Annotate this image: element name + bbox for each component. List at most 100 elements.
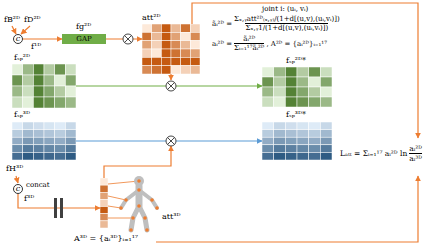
grid-cell [33, 64, 44, 75]
grid-cell [23, 137, 34, 145]
edge-label: f³ᴰ [23, 194, 35, 204]
formula-row: Lₐₜₜ = Σᵢ₌₁¹⁷ aᵢ²ᴰ lnaᵢ²ᴰaᵢ³ᴰ [340, 144, 424, 163]
grid-cell [262, 130, 274, 138]
joint-dot [137, 188, 141, 192]
grid-cell [100, 192, 108, 199]
joint-dot [119, 206, 123, 210]
fc-layer [60, 198, 63, 218]
node-text: GAP [76, 36, 91, 43]
grid-cell [171, 49, 181, 57]
formula-text: joint i: (uᵢ, vᵢ) [262, 5, 308, 13]
joint-dot [137, 204, 141, 208]
grid-cell [190, 57, 200, 65]
joint-dots [119, 179, 159, 232]
grid-cell [297, 130, 309, 138]
grid-cell [55, 122, 66, 130]
grid-cell [171, 24, 181, 32]
input-label: fD²ᴰ [24, 15, 41, 25]
cell-grid [100, 178, 108, 228]
formula-text: aᵢ²ᴰ [409, 144, 422, 153]
node-heading: fₛₚ³ᴰ* [286, 110, 306, 120]
attention-line [170, 74, 171, 80]
node-heading: fg²ᴰ [76, 22, 91, 32]
grid-cell [23, 145, 34, 153]
formula-text: aᵢ²ᴰ = [212, 40, 232, 48]
grid-cell [55, 97, 66, 108]
grid-cell [55, 130, 66, 138]
grid-cell [262, 77, 274, 87]
input-line [21, 26, 30, 34]
node-text: c [16, 185, 20, 193]
grid-cell [55, 75, 66, 86]
formula-text: Σₓ,ᵧ1/(1+d[(u,v),(uᵢ,vᵢ)]) [245, 23, 328, 32]
grid-cell [171, 41, 181, 49]
joint-dot [124, 198, 128, 202]
grid-cell [320, 130, 332, 138]
grid-cell [12, 137, 23, 145]
grid-cell [262, 67, 274, 77]
grid-cell [100, 199, 108, 206]
formula-text: aᵢ³ᴰ [409, 153, 422, 163]
grid-cell [262, 97, 274, 107]
grid-cell [274, 130, 286, 138]
grid-cell [100, 178, 108, 185]
grid-cell [12, 64, 23, 75]
grid-cell [171, 66, 181, 74]
grid-cell [12, 130, 23, 138]
grid-cell [181, 57, 191, 65]
grid-cell [285, 137, 297, 145]
grid-cell [33, 137, 44, 145]
grid-cell [320, 145, 332, 153]
grid-cell [274, 145, 286, 153]
grid-cell [12, 152, 23, 160]
grid-cell [285, 87, 297, 97]
joint-dot [129, 228, 133, 232]
grid-cell [285, 145, 297, 153]
joint-line [108, 218, 133, 219]
grid-cell [65, 152, 76, 160]
flow-arrow [18, 194, 100, 208]
formula-row: aᵢ²ᴰ =ãᵢ²ᴰΣᵢ₌₁¹⁷ãᵢ²ᴰ, A²ᴰ = {aᵢ²ᴰ}ᵢ₌₁¹⁷ [212, 35, 327, 53]
grid-cell [320, 77, 332, 87]
formula-text: ãᵢ²ᴰ [243, 35, 255, 43]
formula-text: Σₓ,ᵧatt²ᴰ₍ₓ,ᵧ₎/(1+d[(u,v),(uᵢ,vᵢ)]) [234, 15, 340, 23]
edge-label: f¹ᴰ [30, 42, 42, 52]
grid-cell [320, 152, 332, 160]
cell-grid [262, 67, 332, 107]
grid-cell [171, 57, 181, 65]
grid-cell [297, 137, 309, 145]
cell-grid [262, 122, 332, 160]
figure-arm [121, 190, 139, 208]
grid-cell [285, 122, 297, 130]
grid-cell [23, 86, 34, 97]
grid-cell [152, 32, 162, 40]
grid-cell [100, 214, 108, 221]
grid-cell [33, 97, 44, 108]
multiply-symbol [166, 136, 176, 146]
grid-cell [181, 41, 191, 49]
grid-cell [181, 32, 191, 40]
formula-text: ãᵢ²ᴰ = [212, 20, 232, 28]
joint-dot [150, 198, 154, 202]
grid-cell [262, 122, 274, 130]
grid-cell [320, 87, 332, 97]
node-heading: att²ᴰ [142, 13, 160, 23]
grid-cell [65, 97, 76, 108]
grid-cell [285, 97, 297, 107]
multiply-cross [125, 36, 132, 43]
grid-cell [152, 41, 162, 49]
grid-cell [23, 64, 34, 75]
grid-cell [285, 152, 297, 160]
formula-text: Lₐₜₜ = Σᵢ₌₁¹⁷ aᵢ²ᴰ ln [340, 149, 407, 158]
grid-cell [262, 152, 274, 160]
grid-cell [12, 75, 23, 86]
grid-cell [190, 41, 200, 49]
grid-cell [55, 137, 66, 145]
joint-line [108, 196, 126, 200]
grid-cell [55, 152, 66, 160]
input-line [16, 176, 18, 183]
grid-cell [181, 49, 191, 57]
grid-cell [161, 41, 171, 49]
cell-grid [12, 122, 76, 160]
